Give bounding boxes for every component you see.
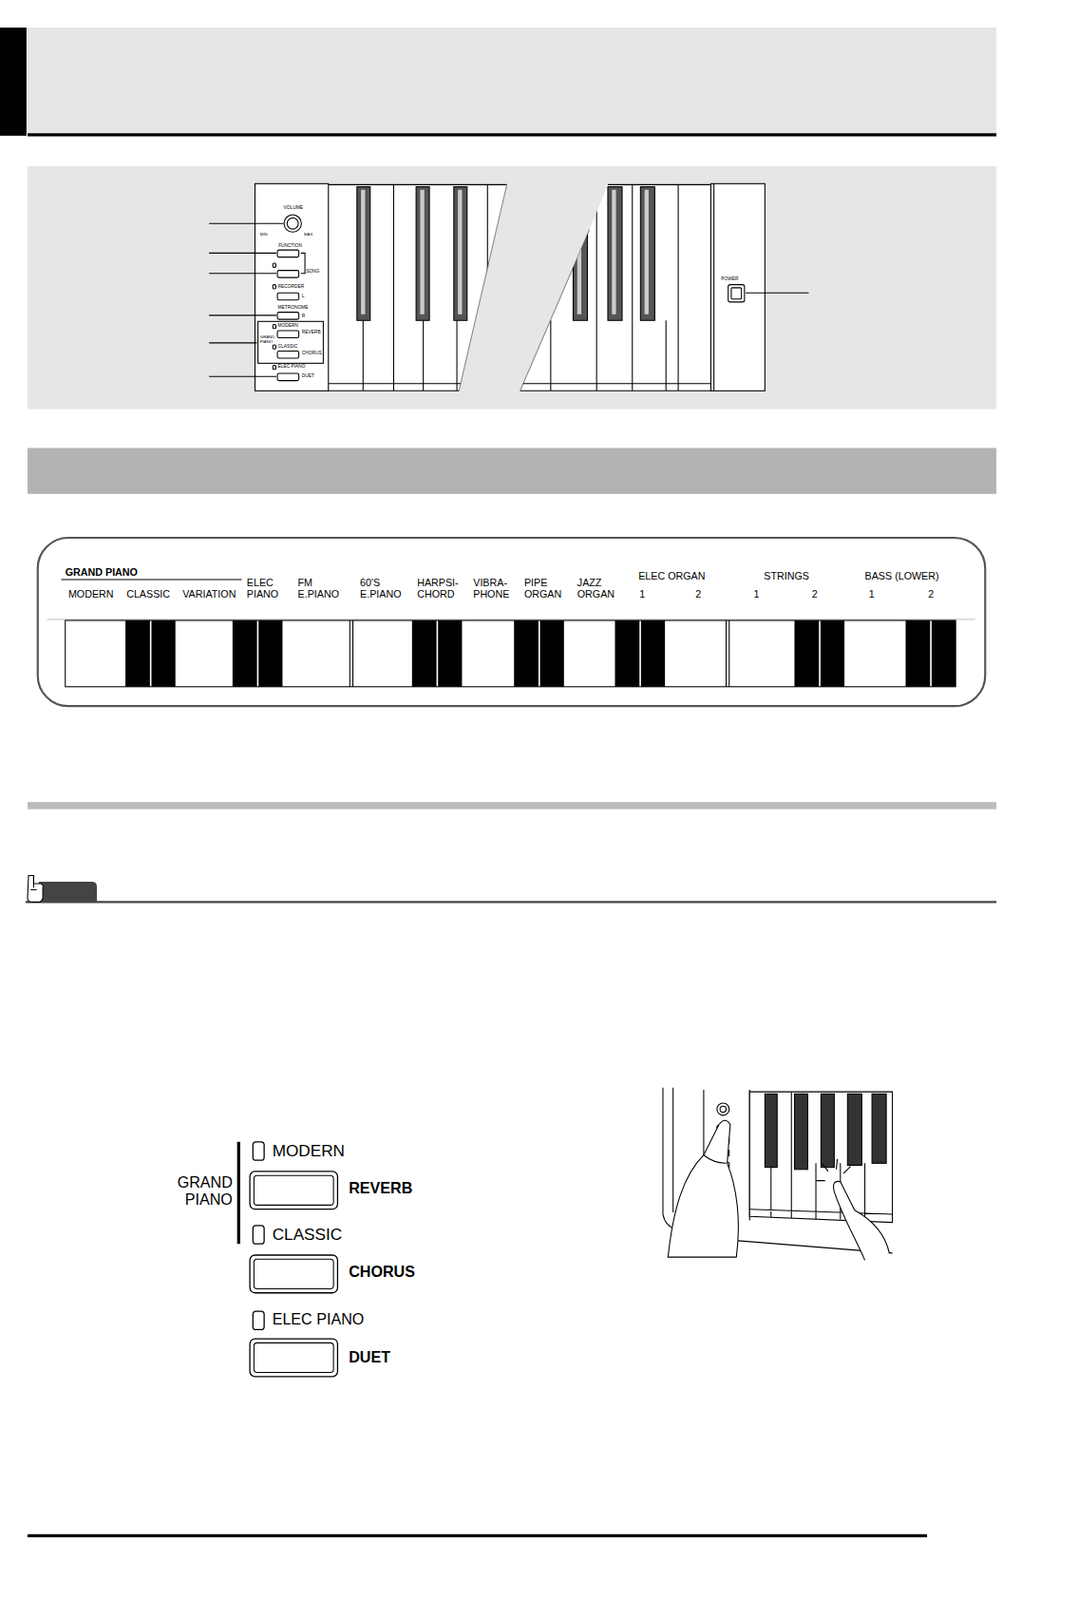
control-label: MAX: [303, 232, 313, 238]
button-label: CLASSIC: [272, 1225, 342, 1244]
tone-number: 1: [754, 588, 760, 601]
button-function: DUET: [348, 1348, 391, 1366]
control-label: VOLUME: [283, 205, 303, 210]
control-label: POWER: [720, 276, 738, 282]
tone-label: ELEC PIANO: [246, 577, 279, 601]
tone-label: VARIATION: [182, 588, 236, 601]
control-label: DUET: [302, 373, 315, 379]
tone-number: 1: [869, 588, 875, 601]
tone-label: HARPSI- CHORD: [416, 577, 458, 601]
tone-number: 2: [927, 588, 934, 601]
tone-label: VIBRA- PHONE: [472, 577, 510, 601]
control-label: ELEC PIANO: [278, 363, 306, 369]
control-label: MIN: [260, 232, 268, 238]
control-label: METRONOME: [278, 304, 309, 310]
control-label: GRAND PIANO: [260, 335, 275, 344]
button-label: MODERN: [272, 1141, 345, 1160]
footer-rule: [27, 1533, 927, 1537]
leader-lines: [208, 223, 809, 377]
header-rule: [27, 132, 997, 136]
tone-label: PIPE ORGAN: [524, 577, 562, 601]
panel-ground: [27, 166, 997, 410]
control-label: R: [302, 313, 306, 319]
note-icon: [25, 874, 997, 902]
header-band: [27, 27, 997, 135]
button-function: REVERB: [348, 1179, 413, 1197]
control-label: FUNCTION: [278, 243, 303, 248]
button-function: CHORUS: [348, 1263, 416, 1281]
control-label: L: [302, 293, 305, 299]
control-label: RECORDER: [278, 283, 305, 289]
tone-label: 60'S E.PIANO: [359, 577, 401, 601]
control-label: CLASSIC: [278, 343, 299, 349]
section-rule: [27, 801, 997, 810]
tone-panel: [37, 537, 986, 706]
control-label: CHORUS: [302, 350, 322, 356]
tone-group-label: ELEC ORGAN: [638, 570, 705, 583]
tone-group-label: GRAND PIANO: [65, 567, 138, 579]
control-label: SONG: [305, 268, 320, 274]
tone-group-label: BASS (LOWER): [865, 570, 940, 583]
button-group-label: GRAND PIANO: [177, 1173, 233, 1208]
tone-label: FM E.PIANO: [298, 577, 340, 601]
header-tab: [0, 27, 27, 136]
tone-label: MODERN: [68, 588, 114, 601]
piano-outline: [254, 183, 765, 391]
group-rule: [60, 578, 242, 580]
tone-number: 2: [812, 588, 818, 601]
tone-group-label: STRINGS: [763, 570, 810, 583]
control-label: REVERB: [302, 329, 322, 335]
hand-illustration: [662, 1087, 893, 1261]
tone-label: JAZZ ORGAN: [577, 577, 615, 601]
control-label: MODERN: [278, 322, 299, 328]
section-band: [27, 447, 997, 493]
keyboard-edge: [46, 618, 975, 620]
tone-number: 1: [639, 588, 645, 601]
button-label: ELEC PIANO: [272, 1310, 365, 1328]
button-panel: [238, 1141, 338, 1377]
tone-label: CLASSIC: [126, 588, 171, 601]
tone-number: 2: [695, 588, 701, 601]
tone-keyboard: [65, 620, 956, 687]
